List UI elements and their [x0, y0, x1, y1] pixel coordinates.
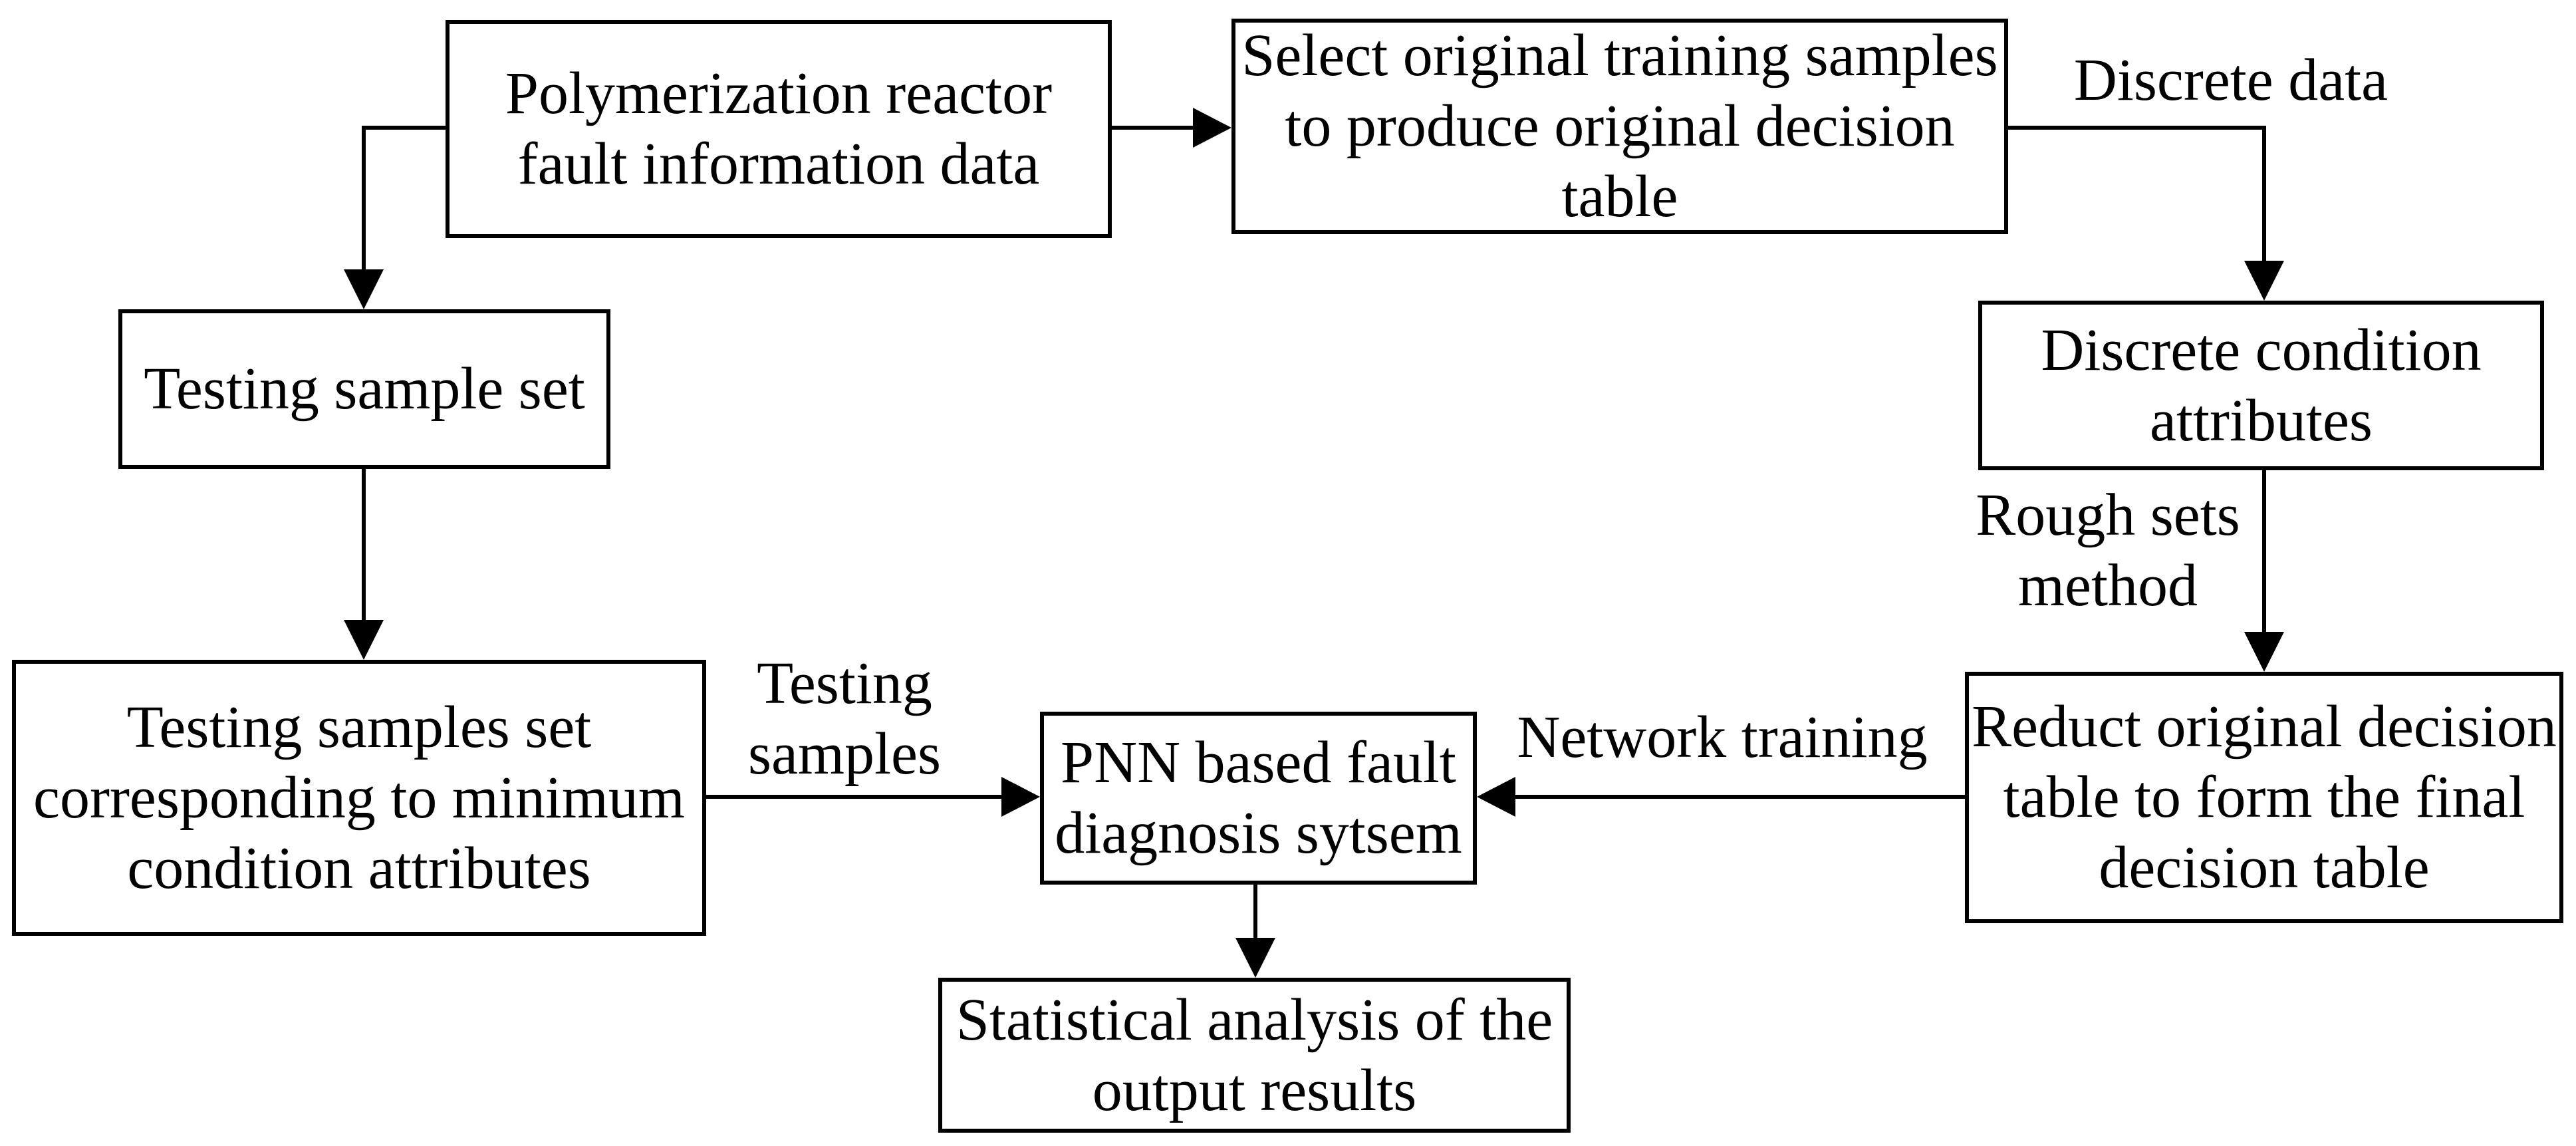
arrowhead-into-statistical-analysis — [1235, 938, 1275, 978]
edge-label-discrete-data: Discrete data — [2028, 45, 2434, 116]
node-text-line: decision table — [2099, 835, 2430, 901]
node-text-line: Statistical analysis of the — [956, 986, 1553, 1053]
edge-label-network-training: Network training — [1496, 702, 1948, 773]
node-text-line: PNN based fault — [1061, 730, 1456, 795]
node-text-line: diagnosis sytsem — [1055, 800, 1462, 866]
connector-polymerization-to-select-line — [1112, 126, 1196, 130]
node-text-line: attributes — [2150, 387, 2373, 454]
edge-label-line: Network training — [1517, 704, 1928, 770]
connector-testing-samples-to-pnn — [706, 795, 1003, 799]
node-polymerization-reactor-fault-data: Polymerization reactor fault information… — [446, 20, 1112, 238]
node-testing-samples-minimum-attributes: Testing samples set corresponding to min… — [12, 660, 706, 936]
arrowhead-into-minimum-attributes — [344, 620, 384, 660]
edge-label-testing-samples: Testing samples — [685, 648, 1004, 789]
edge-label-rough-sets-method: Rough sets method — [1915, 480, 2301, 621]
node-text-line: Discrete condition — [2041, 317, 2482, 383]
connector-pnn-to-statistical — [1253, 885, 1257, 940]
node-text-line: Polymerization reactor — [505, 61, 1053, 126]
connector-reduct-to-pnn — [1515, 795, 1965, 799]
edge-label-line: Rough sets — [1976, 482, 2240, 548]
arrowhead-into-select-box — [1193, 108, 1231, 148]
node-discrete-condition-attributes: Discrete condition attributes — [1978, 301, 2544, 470]
connector-select-to-discrete-vertical — [2262, 126, 2266, 263]
arrowhead-into-testing-sample-set — [344, 269, 384, 309]
node-text-line: fault information data — [517, 131, 1040, 197]
arrowhead-into-discrete-condition — [2244, 261, 2284, 301]
node-reduct-decision-table: Reduct original decision table to form t… — [1965, 672, 2563, 923]
node-text-line: condition attributes — [127, 835, 591, 901]
node-text-line: to produce original decision — [1285, 93, 1955, 159]
node-text-line: Reduct original decision — [1972, 694, 2557, 760]
node-text-line: Testing sample set — [144, 356, 585, 422]
edge-label-line: samples — [748, 721, 941, 787]
node-text-line: corresponding to minimum — [33, 764, 685, 831]
node-pnn-fault-diagnosis-system: PNN based fault diagnosis sytsem — [1040, 712, 1477, 885]
arrowhead-into-pnn-left — [1001, 777, 1040, 817]
connector-polymerization-to-testing-horizontal — [362, 126, 450, 130]
node-statistical-analysis: Statistical analysis of the output resul… — [938, 978, 1571, 1133]
arrowhead-into-pnn-right — [1477, 777, 1515, 817]
node-text-line: output results — [1092, 1057, 1417, 1123]
node-text-line: table — [1561, 164, 1678, 229]
arrowhead-into-reduct-table — [2244, 632, 2284, 672]
node-testing-sample-set: Testing sample set — [118, 309, 610, 469]
edge-label-line: method — [2018, 553, 2198, 619]
node-text-line: table to form the final — [2003, 764, 2525, 830]
node-select-original-training-samples: Select original training samples to prod… — [1231, 19, 2008, 234]
connector-testing-to-minimum-attributes — [362, 469, 366, 622]
connector-discrete-to-reduct — [2262, 470, 2266, 633]
node-text-line: Testing samples set — [126, 694, 592, 760]
connector-polymerization-to-testing-vertical — [362, 126, 366, 273]
edge-label-line: Testing — [757, 650, 932, 716]
edge-label-line: Discrete data — [2073, 47, 2388, 113]
node-text-line: Select original training samples — [1241, 23, 1998, 88]
connector-select-to-discrete-horizontal — [2008, 126, 2266, 130]
